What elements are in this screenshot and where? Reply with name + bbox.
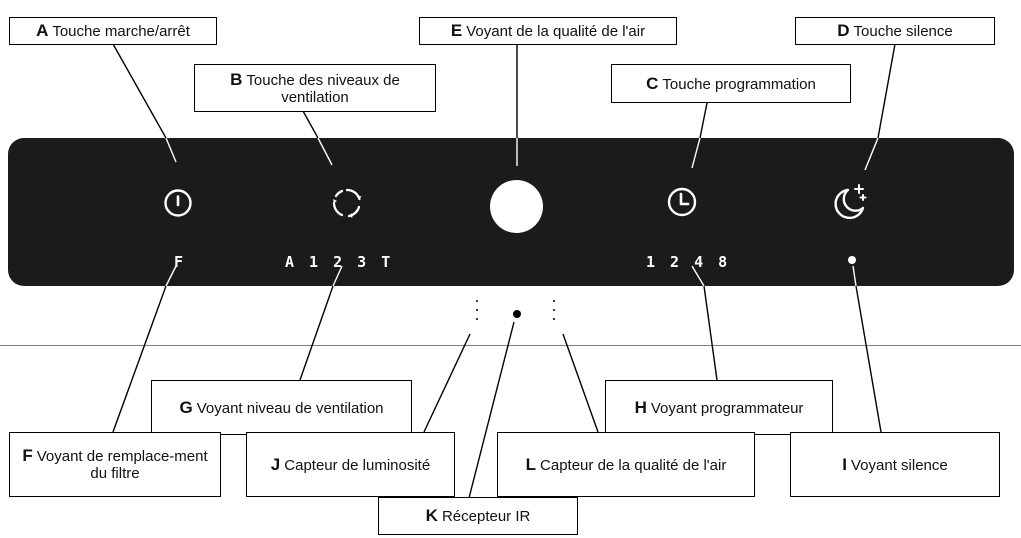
leader-b [302,110,319,139]
leader-l [562,333,599,433]
leader-a [112,43,167,139]
leader-h [703,285,718,381]
leader-i [855,285,882,433]
timer-indicators: 1 2 4 8 [646,253,731,271]
fan-level-indicators: A 1 2 3 T [285,253,394,271]
air-quality-sensor [553,300,556,327]
leader-g [299,285,334,381]
filter-indicator: F [174,253,193,271]
fan-levels-icon[interactable] [330,186,364,220]
mounting-line [0,345,1021,346]
clock-icon[interactable] [666,186,698,218]
leader-c [699,102,708,139]
moon-silence-icon[interactable] [830,183,870,221]
power-icon[interactable] [163,188,193,218]
light-sensor [476,300,479,327]
silence-indicator [848,256,856,264]
leader-j [423,333,471,433]
air-quality-indicator [490,180,543,233]
ir-receiver [513,310,521,318]
leader-d [877,43,896,139]
